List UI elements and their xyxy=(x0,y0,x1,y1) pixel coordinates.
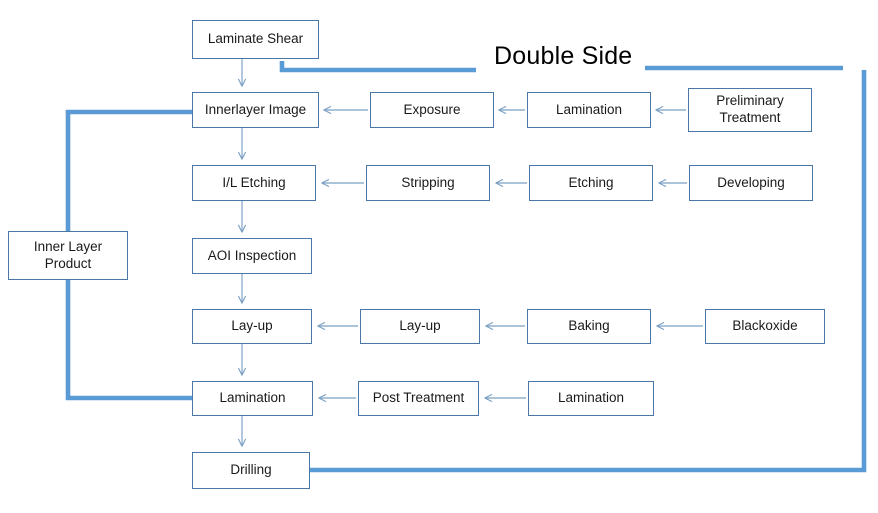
node-drilling[interactable]: Drilling xyxy=(192,452,310,489)
node-etching[interactable]: Etching xyxy=(529,165,653,201)
node-laminate-shear[interactable]: Laminate Shear xyxy=(192,20,319,59)
node-lamination-mid[interactable]: Lamination xyxy=(528,381,654,416)
node-developing[interactable]: Developing xyxy=(689,165,813,201)
node-preliminary-treatment[interactable]: Preliminary Treatment xyxy=(688,88,812,132)
node-il-etching[interactable]: I/L Etching xyxy=(192,165,316,201)
node-lamination-top[interactable]: Lamination xyxy=(527,92,651,128)
node-exposure[interactable]: Exposure xyxy=(370,92,494,128)
node-baking[interactable]: Baking xyxy=(527,309,651,344)
node-innerlayer-image[interactable]: Innerlayer Image xyxy=(192,92,319,128)
thick-connector-title-rule-left xyxy=(279,61,476,73)
diagram-title: Double Side xyxy=(494,42,633,70)
node-inner-layer-product[interactable]: Inner Layer Product xyxy=(8,231,128,280)
node-lay-up-left[interactable]: Lay-up xyxy=(192,309,312,344)
node-stripping[interactable]: Stripping xyxy=(366,165,490,201)
node-lay-up-right[interactable]: Lay-up xyxy=(360,309,480,344)
node-lamination-left[interactable]: Lamination xyxy=(192,381,313,416)
node-blackoxide[interactable]: Blackoxide xyxy=(705,309,825,344)
node-aoi-inspection[interactable]: AOI Inspection xyxy=(192,238,312,274)
node-post-treatment[interactable]: Post Treatment xyxy=(358,381,479,416)
